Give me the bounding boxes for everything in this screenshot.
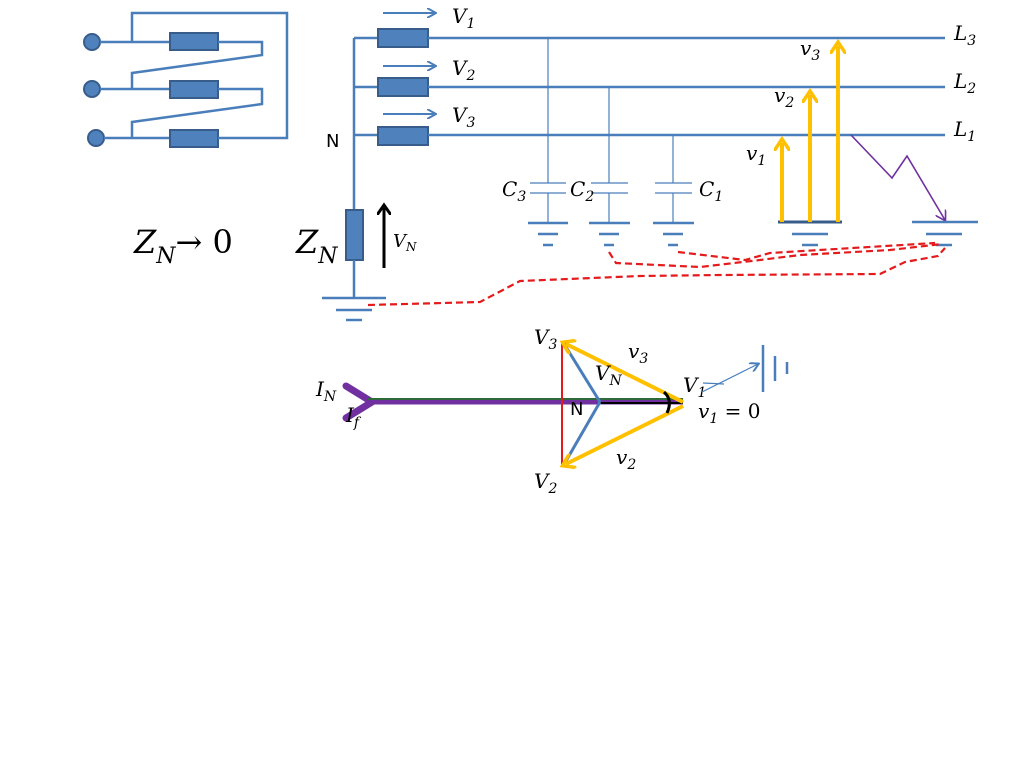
phasor-label-v1-zero: v1 = 0 [698,399,760,427]
label-vn: VN [393,231,417,254]
winding-resistor-2 [169,80,219,99]
source-resistor-1 [377,28,429,48]
label-zn: ZN [295,223,338,269]
phasor-v2-blue [564,401,602,462]
three-phase-lines: V1 V2 V3 L3 L2 L1 N [326,4,976,210]
phasor-label-in: IN [315,377,337,405]
ground-path-c2 [608,242,943,269]
label-v3: V3 [452,103,475,131]
label-l2: L2 [953,69,976,97]
phasor-label-vn: VN [595,361,622,389]
neutral-impedance: ZN VN ZN→ 0 [133,208,417,322]
phasor-v2-yellow [566,404,684,464]
phasor-label-if: If [345,403,362,431]
label-l1: L1 [953,117,976,145]
label-v1-small: v1 [746,141,766,169]
ground-path-c1 [677,241,936,262]
line-capacitances: C3 C2 C1 [502,38,723,247]
label-c3: C3 [502,177,526,205]
label-v1: V1 [452,4,475,32]
phasor-label-v2: V2 [534,469,557,497]
terminal-1 [83,33,101,51]
phasor-ground-arrow [701,364,758,393]
angle-mark [662,390,671,414]
terminal-2 [83,80,101,98]
label-v2: V2 [452,56,475,84]
phasor-v3-blue [564,346,602,403]
label-v2-small: v2 [774,83,794,111]
generator-windings [83,11,289,148]
label-v3-small: v3 [800,36,820,64]
source-resistor-3 [377,126,429,146]
zn-resistor [345,209,364,261]
phasor-label-v2-small: v2 [616,445,636,473]
phase-ground-voltages: v1 v2 v3 [746,36,842,247]
fault-arrow [850,134,945,220]
phasor-label-n: N [570,399,583,420]
ground-path-neutral [367,247,946,307]
winding-resistor-1 [169,32,219,51]
label-c2: C2 [570,177,594,205]
fault-path [850,134,978,247]
phasor-label-v3: V3 [534,325,557,353]
phasor-label-v3-small: v3 [628,339,648,367]
source-resistor-2 [377,77,429,97]
label-c1: C1 [699,177,723,205]
winding-resistor-3 [169,129,219,148]
ground-return-paths [367,241,946,307]
phasor-label-v1: V1 [683,373,706,401]
label-zn-limit: ZN→ 0 [133,223,233,269]
label-neutral: N [326,131,339,152]
phasor-v3-yellow [566,344,684,404]
label-l3: L3 [953,21,976,49]
terminal-3 [87,129,105,147]
phasor-diagram: V3 V2 V1 v3 v2 VN N IN If v1 = 0 [315,325,789,497]
